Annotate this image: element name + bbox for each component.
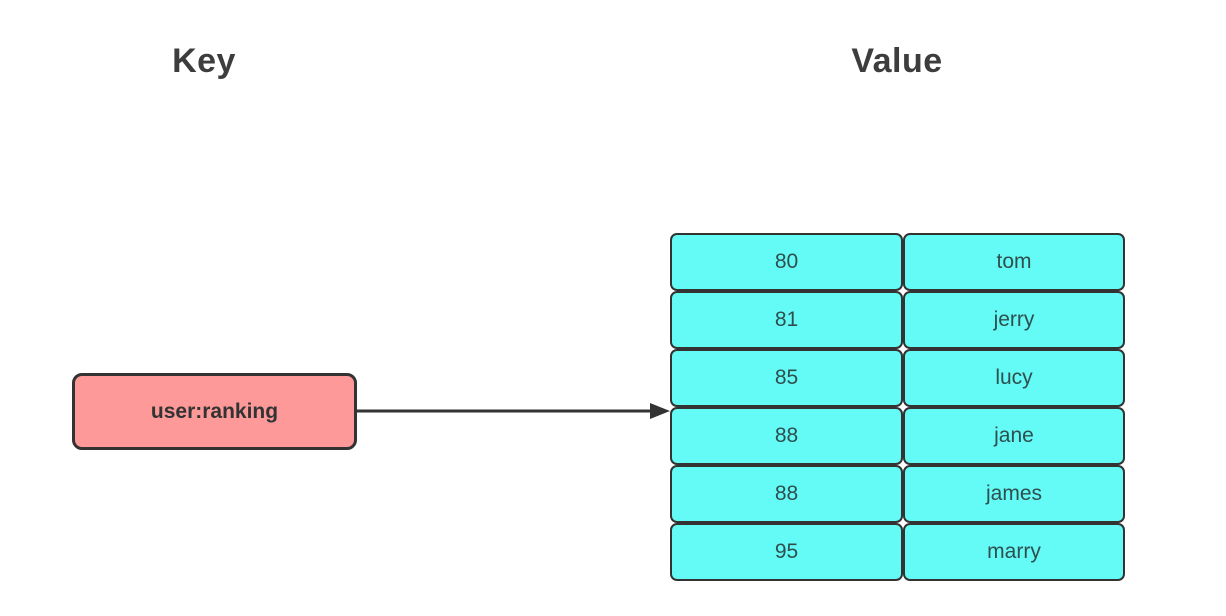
value-heading: Value — [851, 42, 943, 80]
member-cell: marry — [903, 523, 1125, 581]
score-cell: 88 — [670, 407, 903, 465]
score-cell: 85 — [670, 349, 903, 407]
score-cell: 88 — [670, 465, 903, 523]
key-heading: Key — [172, 42, 236, 80]
member-cell: tom — [903, 233, 1125, 291]
key-box-label: user:ranking — [150, 399, 279, 423]
member-cell: lucy — [903, 349, 1125, 407]
key-box: user:ranking — [72, 373, 357, 450]
member-cell: jerry — [903, 291, 1125, 349]
arrow-connector — [356, 403, 670, 419]
score-cell: 95 — [670, 523, 903, 581]
member-cell: james — [903, 465, 1125, 523]
score-cell: 80 — [670, 233, 903, 291]
member-cell: jane — [903, 407, 1125, 465]
score-cell: 81 — [670, 291, 903, 349]
